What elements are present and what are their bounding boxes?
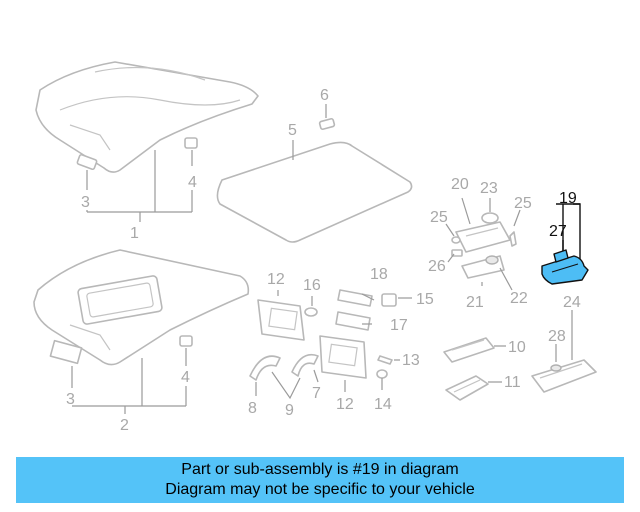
knob-part-23[interactable] bbox=[481, 212, 499, 224]
callout-28: 28 bbox=[548, 328, 566, 345]
callout-22: 22 bbox=[510, 290, 528, 307]
callout-14: 14 bbox=[374, 396, 392, 413]
callout-24: 24 bbox=[563, 294, 581, 311]
callout-8: 8 bbox=[248, 400, 257, 417]
clip-part-4-upper[interactable] bbox=[184, 137, 198, 149]
callout-1: 1 bbox=[130, 225, 139, 242]
callout-27[interactable]: 27 bbox=[549, 223, 567, 240]
callout-21: 21 bbox=[466, 294, 484, 311]
callout-5: 5 bbox=[288, 122, 297, 139]
callout-20: 20 bbox=[451, 176, 469, 193]
screw-part-25-right[interactable] bbox=[509, 231, 517, 247]
callout-7: 7 bbox=[312, 385, 321, 402]
callout-13: 13 bbox=[402, 352, 420, 369]
clip-part-26[interactable] bbox=[451, 249, 463, 257]
callout-3-upper: 3 bbox=[81, 194, 90, 211]
bulb-part-22[interactable] bbox=[485, 255, 499, 265]
callout-4-upper: 4 bbox=[188, 174, 197, 191]
screw-part-25-left[interactable] bbox=[451, 236, 461, 244]
clip-part-3-upper[interactable] bbox=[76, 153, 98, 171]
callout-2: 2 bbox=[120, 417, 129, 434]
callout-9: 9 bbox=[285, 402, 294, 419]
sun-visor-part-12-upper[interactable] bbox=[257, 299, 305, 341]
screw-part-14[interactable] bbox=[376, 369, 388, 379]
callout-4-lower: 4 bbox=[181, 369, 190, 386]
clip-part-4-lower[interactable] bbox=[179, 335, 193, 347]
callout-17: 17 bbox=[390, 317, 408, 334]
sunglass-holder-part-19[interactable] bbox=[541, 255, 589, 285]
callout-19[interactable]: 19 bbox=[559, 190, 577, 207]
lamp-assembly-part-24[interactable] bbox=[531, 359, 597, 393]
callout-16: 16 bbox=[303, 277, 321, 294]
sun-visor-part-12-lower[interactable] bbox=[319, 335, 367, 379]
callout-12-upper: 12 bbox=[267, 271, 285, 288]
bracket-part-11[interactable] bbox=[445, 375, 489, 401]
callout-11: 11 bbox=[504, 374, 521, 391]
sunroof-panel-part-5[interactable] bbox=[216, 141, 413, 243]
lamp-housing-part-20[interactable] bbox=[455, 221, 511, 253]
clip-part-3-lower[interactable] bbox=[49, 339, 83, 365]
mirror-part-18[interactable] bbox=[337, 289, 373, 307]
mirror-part-17[interactable] bbox=[335, 311, 371, 331]
callout-26: 26 bbox=[428, 258, 446, 275]
headliner-part-1[interactable] bbox=[35, 61, 259, 173]
clip-part-6[interactable] bbox=[318, 117, 336, 131]
dome-lamp-part-10[interactable] bbox=[443, 337, 495, 363]
callout-23: 23 bbox=[480, 180, 498, 197]
banner-line-1: Part or sub-assembly is #19 in diagram bbox=[181, 461, 459, 478]
callout-3-lower: 3 bbox=[66, 391, 75, 408]
bulb-part-28[interactable] bbox=[550, 364, 562, 372]
callout-6: 6 bbox=[320, 87, 329, 104]
callout-25-right: 25 bbox=[514, 195, 532, 212]
callout-labels: 1 3 4 2 3 4 5 6 12 16 18 15 17 13 14 12 … bbox=[66, 87, 581, 434]
callout-15: 15 bbox=[416, 291, 434, 308]
callout-25-left: 25 bbox=[430, 209, 448, 226]
banner-line-2: Diagram may not be specific to your vehi… bbox=[165, 481, 475, 498]
grab-handle-part-7[interactable] bbox=[291, 353, 319, 377]
hook-part-15[interactable] bbox=[381, 293, 397, 307]
screw-part-13[interactable] bbox=[377, 355, 393, 365]
clip-part-16[interactable] bbox=[304, 307, 318, 317]
info-banner: Part or sub-assembly is #19 in diagram D… bbox=[16, 457, 624, 503]
grab-handle-part-8[interactable] bbox=[249, 355, 281, 381]
callout-10: 10 bbox=[508, 339, 526, 356]
headliner-part-2[interactable] bbox=[33, 249, 250, 366]
callout-18: 18 bbox=[370, 266, 388, 283]
callout-12-lower: 12 bbox=[336, 396, 354, 413]
bulb-part-27[interactable] bbox=[553, 249, 569, 263]
